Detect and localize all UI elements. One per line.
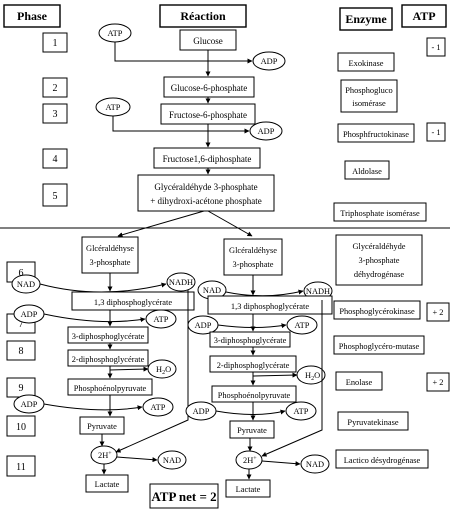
adp-ellipse-1 bbox=[252, 51, 286, 71]
header-phase: Phase bbox=[3, 4, 61, 28]
right-2h: 2H+ bbox=[243, 456, 257, 465]
enzyme-pgm: Phosphoglycéro-mutase bbox=[339, 342, 420, 351]
phase-9: 9 bbox=[19, 383, 24, 394]
enzyme-enolase: Enolase bbox=[346, 378, 373, 387]
right-pep: Phosphoénolpyruvate bbox=[218, 391, 291, 400]
header-reaction-label: Réaction bbox=[180, 9, 226, 23]
header-reaction: Réaction bbox=[159, 4, 247, 28]
header-atp-label: ATP bbox=[412, 9, 435, 23]
atp-net-label: ATP net = 2 bbox=[151, 489, 216, 504]
header-atp: ATP bbox=[401, 4, 447, 28]
svg-text:ADP: ADP bbox=[258, 127, 275, 136]
right-pyruvate: Pyruvate bbox=[237, 426, 267, 435]
f16dp-label: Fructose1,6-diphosphate bbox=[163, 154, 252, 164]
svg-text:ADP: ADP bbox=[195, 321, 212, 330]
svg-text:ADP: ADP bbox=[21, 400, 38, 409]
svg-text:isomérase: isomérase bbox=[352, 99, 386, 108]
atp-balance-1: - 1 bbox=[431, 43, 440, 52]
svg-text:ATP: ATP bbox=[295, 321, 310, 330]
svg-text:+ dihydroxi-acétone phosphate: + dihydroxi-acétone phosphate bbox=[150, 196, 262, 206]
enzyme-pk: Pyruvatekinase bbox=[347, 418, 398, 427]
left-pg3: 3-diphosphoglycérate bbox=[72, 332, 145, 341]
right-branch: Glcéraldéhyse 3-phosphate NAD NADH 1,3 d… bbox=[185, 238, 333, 498]
adp-ellipse-2 bbox=[249, 121, 283, 141]
svg-text:ADP: ADP bbox=[193, 407, 210, 416]
phase-5: 5 bbox=[53, 191, 58, 202]
right-lactate: Lactate bbox=[236, 485, 261, 494]
upper-pathway: Glucose ATP ADP Glucose-6-phosphate Fruc… bbox=[95, 23, 286, 212]
phase-7: 7 bbox=[19, 319, 24, 330]
right-pg2: 2-diphosphoglycérate bbox=[217, 361, 290, 370]
svg-text:3-phosphate: 3-phosphate bbox=[359, 256, 400, 265]
left-h2o: H2O bbox=[156, 365, 171, 376]
left-branch: Glcéraldéhyse 3-phosphate NAD NADH 1,3 d… bbox=[11, 236, 196, 493]
atp-balance-9: + 2 bbox=[432, 378, 443, 387]
phase-1: 1 bbox=[53, 38, 58, 49]
svg-text:Glycéraldéhyde 3-phosphate: Glycéraldéhyde 3-phosphate bbox=[154, 182, 257, 192]
g6p-label: Glucose-6-phosphate bbox=[171, 83, 247, 93]
phase-8: 8 bbox=[19, 346, 24, 357]
enzyme-pgk: Phosphoglycérokinase bbox=[339, 307, 415, 316]
header-phase-label: Phase bbox=[17, 9, 48, 23]
enzyme-pfk: Phosphfructokinase bbox=[343, 130, 409, 139]
phase-10: 10 bbox=[16, 422, 26, 433]
svg-text:3-phosphate: 3-phosphate bbox=[233, 260, 274, 269]
svg-text:ADP: ADP bbox=[21, 310, 38, 319]
left-2h: 2H+ bbox=[98, 451, 112, 460]
atp-balance-3: - 1 bbox=[431, 128, 440, 137]
enzyme-tpi: Triphosphate isomérase bbox=[340, 209, 420, 218]
right-nadh: NADH bbox=[306, 287, 330, 296]
left-pep: Phosphoénolpyruvate bbox=[74, 384, 147, 393]
g3p-dhap-box bbox=[137, 174, 275, 212]
svg-text:ADP: ADP bbox=[261, 57, 278, 66]
atp-balance: - 1 - 1 + 2 + 2 bbox=[426, 37, 450, 392]
svg-text:ATP: ATP bbox=[151, 403, 166, 412]
enzyme-gapdh: Glycéraldéhyde bbox=[352, 242, 405, 251]
header-enzyme: Enzyme bbox=[339, 7, 393, 31]
phase-4: 4 bbox=[53, 154, 58, 165]
left-lactate: Lactate bbox=[95, 480, 120, 489]
left-nad: NAD bbox=[17, 280, 35, 289]
atp-net: ATP net = 2 bbox=[149, 483, 219, 509]
enzyme-ldh: Lactico désydrogénase bbox=[344, 456, 421, 465]
g6p-box bbox=[163, 76, 255, 98]
enzyme-hexokinase: Exokinase bbox=[349, 59, 384, 68]
left-g3p: Glcéraldéhyse bbox=[86, 244, 134, 253]
left-pg2: 2-diphosphoglycérate bbox=[72, 355, 145, 364]
left-bpg13: 1,3 diphosphoglycérate bbox=[94, 298, 172, 307]
svg-text:ATP: ATP bbox=[294, 407, 309, 416]
header-enzyme-label: Enzyme bbox=[345, 12, 387, 26]
svg-text:NAD: NAD bbox=[306, 460, 324, 469]
upper-enzymes: Exokinase Phosphogluco isomérase Phosphf… bbox=[333, 52, 427, 222]
enzyme-aldolase: Aldolase bbox=[352, 167, 382, 176]
phase-11: 11 bbox=[16, 462, 26, 473]
phase-3: 3 bbox=[53, 109, 58, 120]
right-g3p: Glcéraldéhyse bbox=[229, 246, 277, 255]
lower-enzymes: Glycéraldéhyde 3-phosphate déhydrogénase… bbox=[333, 234, 429, 469]
f16dp-box bbox=[153, 147, 261, 169]
phase-6: 6 bbox=[19, 268, 24, 279]
svg-text:ATP: ATP bbox=[108, 29, 123, 38]
right-h2o: H2O bbox=[305, 371, 320, 382]
phase-2: 2 bbox=[53, 83, 58, 94]
right-nad: NAD bbox=[203, 286, 221, 295]
right-bpg13: 1,3 diphosphoglycérate bbox=[231, 302, 309, 311]
glucose-label: Glucose bbox=[193, 36, 223, 46]
svg-text:ATP: ATP bbox=[106, 103, 121, 112]
left-nadh: NADH bbox=[169, 278, 193, 287]
f6p-label: Fructose-6-phosphate bbox=[169, 110, 247, 120]
svg-text:ATP: ATP bbox=[154, 315, 169, 324]
right-pg3: 3-diphosphoglycérate bbox=[214, 336, 287, 345]
left-pyruvate: Pyruvate bbox=[87, 422, 117, 431]
svg-text:NAD: NAD bbox=[163, 456, 181, 465]
enzyme-pgi: Phosphogluco bbox=[345, 86, 392, 95]
svg-text:3-phosphate: 3-phosphate bbox=[90, 258, 131, 267]
svg-text:déhydrogénase: déhydrogénase bbox=[354, 270, 405, 279]
atp-balance-7: + 2 bbox=[432, 308, 443, 317]
